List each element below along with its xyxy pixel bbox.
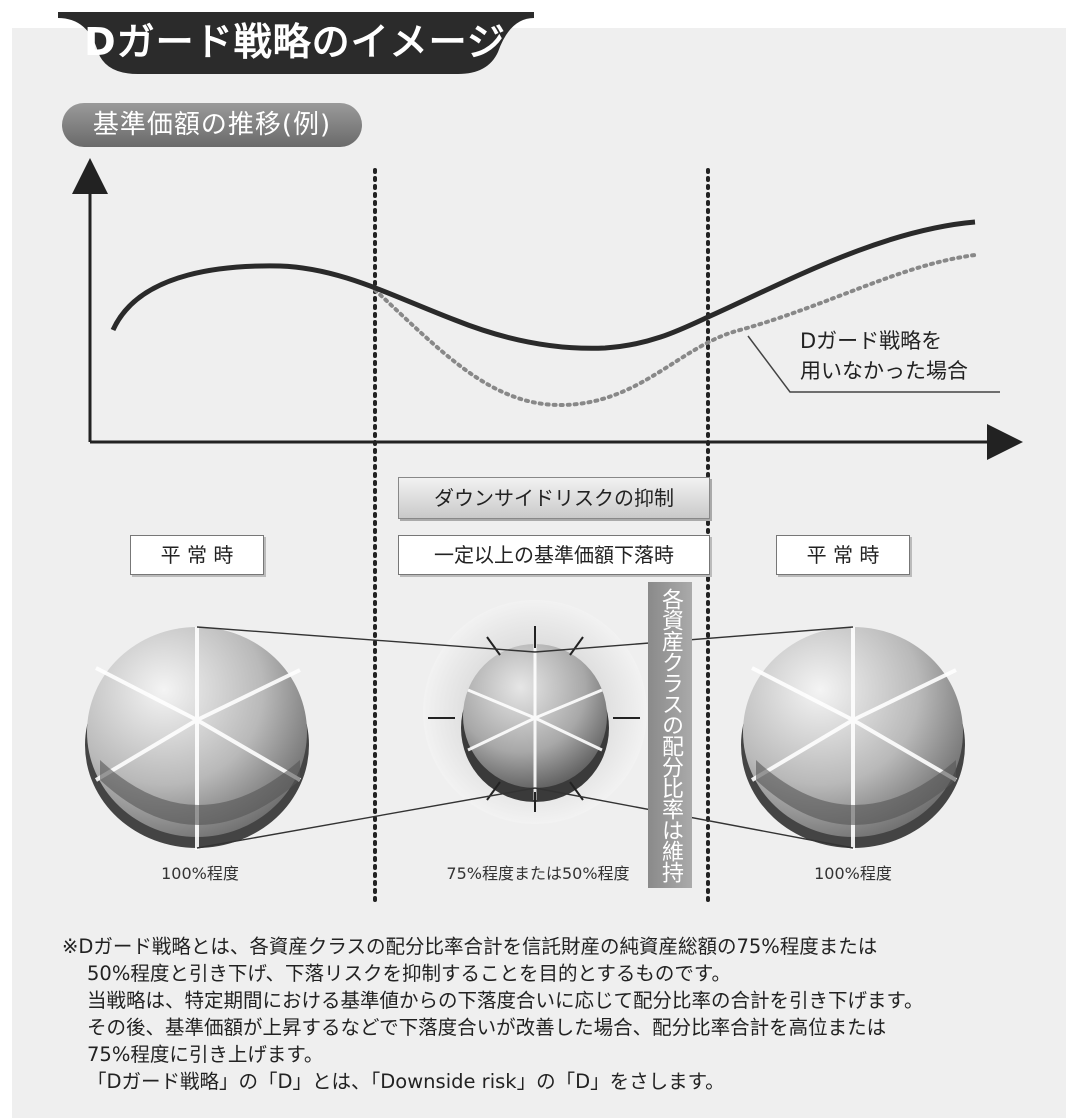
- curve-label-leader: [747, 335, 1000, 393]
- phase-normal-left: 平 常 時: [130, 535, 264, 575]
- dotted-curve-label: Dガード戦略を 用いなかった場合: [800, 326, 968, 386]
- allocation-left-pct: 100%程度: [161, 864, 239, 883]
- footnote-line-4: その後、基準価額が上昇するなどで下落度合いが改善した場合、配分比率合計を高位また…: [87, 1016, 887, 1039]
- allocation-middle-pct: 75%程度または50%程度: [446, 864, 630, 883]
- nav-chart: [72, 158, 1023, 902]
- chart-subtitle: 基準価額の推移(例): [62, 103, 362, 147]
- nav-curve-without-dguard: [373, 253, 977, 408]
- pie-connector-lines: [196, 626, 854, 849]
- footnote-line-2: 50%程度と引き下げ、下落リスクを抑制することを目的とするものです。: [87, 962, 731, 985]
- allocation-ratio-maintained-label: 各資産クラスの配分比率は維持: [648, 582, 692, 888]
- header-tab-shape: [58, 12, 534, 74]
- pie-right: [741, 627, 965, 850]
- dotted-curve-label-line1: Dガード戦略を: [800, 329, 943, 353]
- dotted-curve-label-line2: 用いなかった場合: [800, 359, 968, 383]
- pie-left: [85, 627, 309, 850]
- footnote-line-6: 「Dガード戦略」の「D」とは、「Downside risk」の「D」をさします。: [87, 1070, 725, 1093]
- header-title: Dガード戦略のイメージ: [84, 20, 506, 64]
- phase-drawdown: 一定以上の基準価額下落時: [398, 535, 710, 575]
- downside-suppression-label: ダウンサイドリスクの抑制: [398, 477, 710, 519]
- footnote-line-1: ※Dガード戦略とは、各資産クラスの配分比率合計を信託財産の純資産総額の75%程度…: [62, 935, 878, 958]
- footnote-line-5: 75%程度に引き上げます。: [87, 1043, 324, 1066]
- allocation-right-pct: 100%程度: [814, 864, 892, 883]
- phase-normal-right: 平 常 時: [776, 535, 910, 575]
- nav-curve-with-dguard: [110, 219, 976, 351]
- footnote: ※Dガード戦略とは、各資産クラスの配分比率合計を信託財産の純資産総額の75%程度…: [62, 933, 1052, 1095]
- pie-middle: [423, 600, 647, 824]
- footnote-line-3: 当戦略は、特定期間における基準値からの下落度合いに応じて配分比率の合計を引き下げ…: [87, 989, 924, 1012]
